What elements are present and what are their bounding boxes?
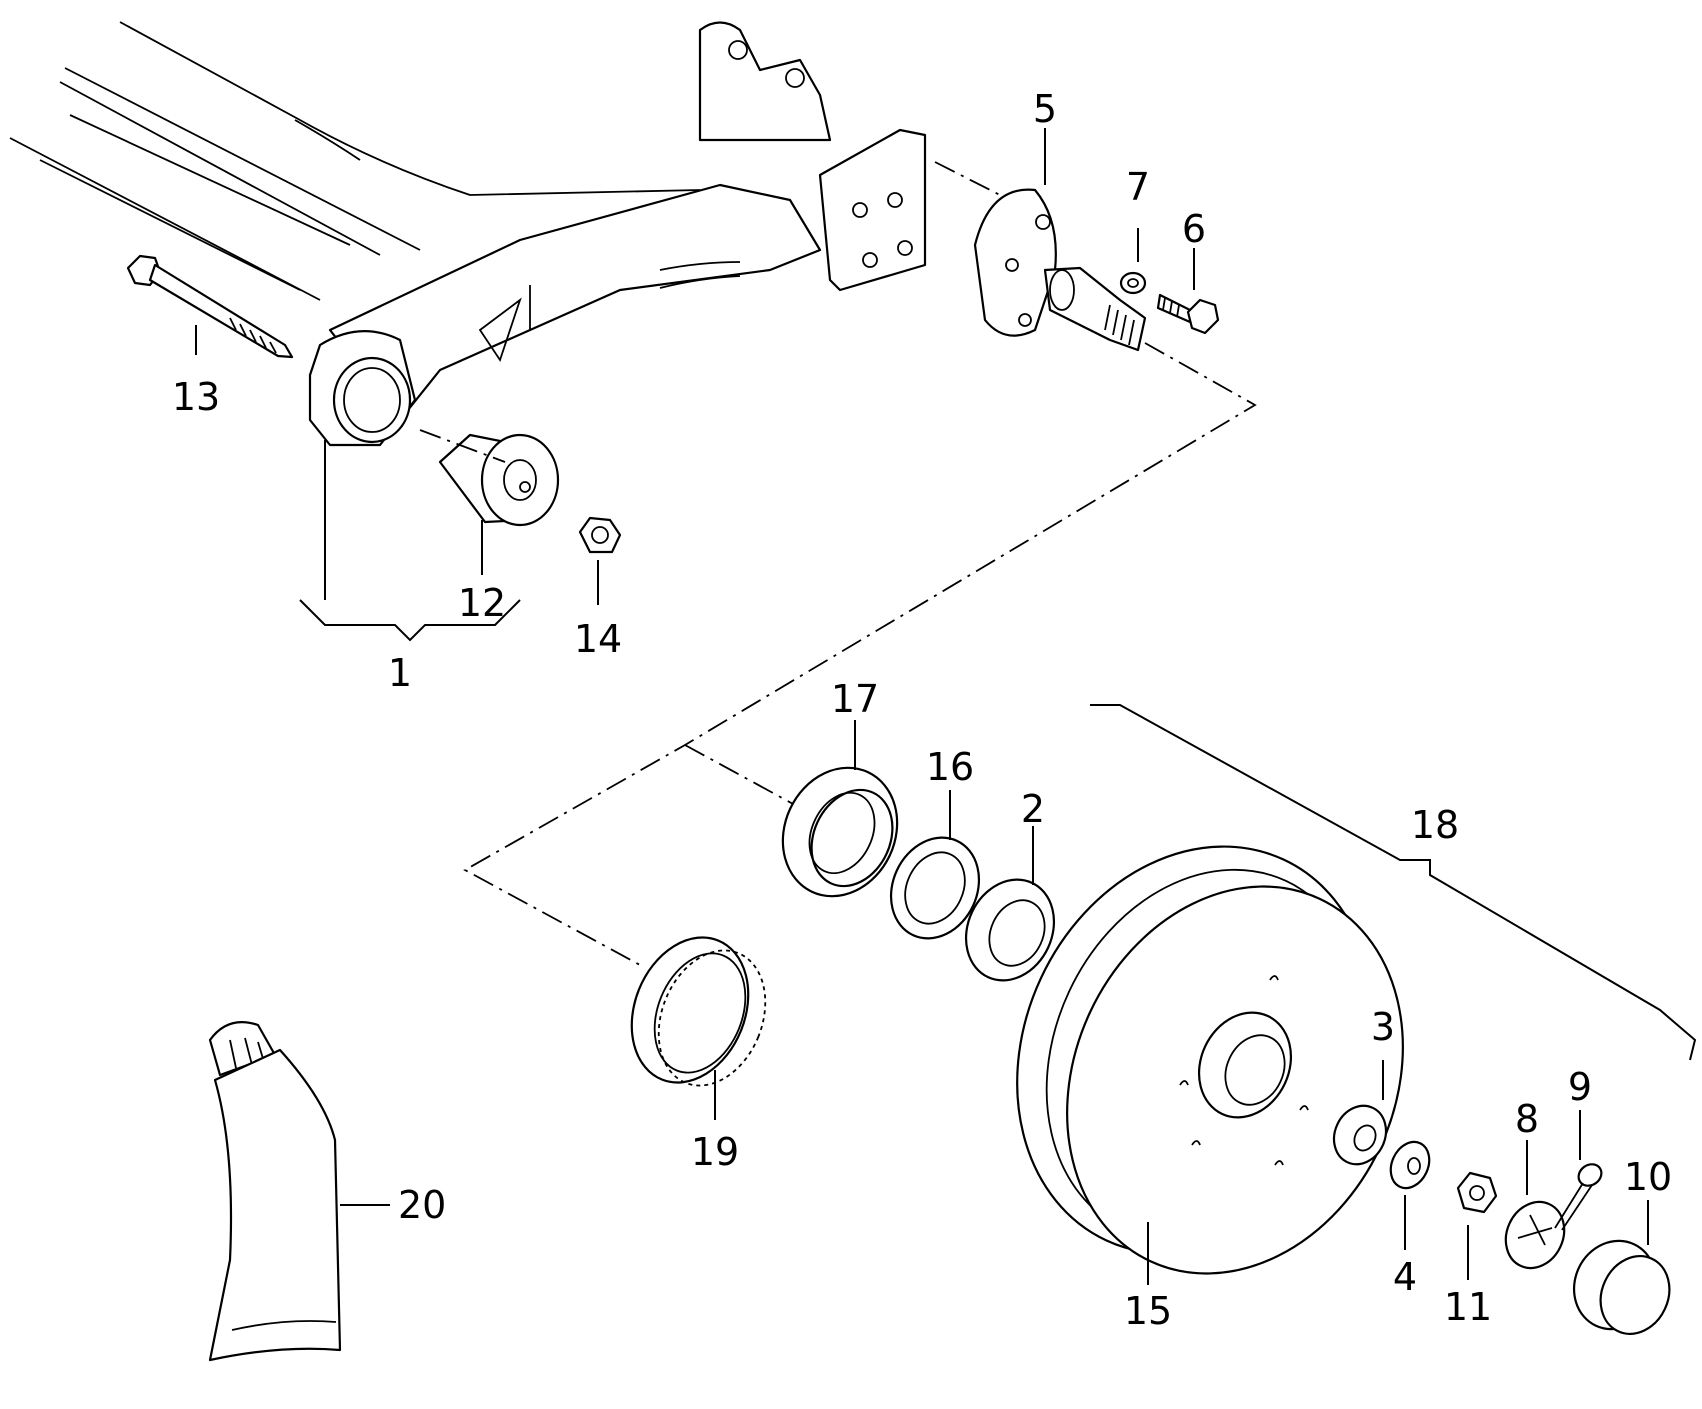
callout-8: 8 bbox=[1515, 1097, 1539, 1141]
pivot-bolt bbox=[126, 254, 294, 359]
callout-15: 15 bbox=[1124, 1289, 1172, 1333]
callout-10: 10 bbox=[1624, 1155, 1672, 1199]
callout-18: 18 bbox=[1411, 803, 1459, 847]
castle-lock-ring bbox=[1504, 1200, 1566, 1270]
callout-4: 4 bbox=[1393, 1255, 1417, 1299]
callout-19: 19 bbox=[691, 1130, 739, 1174]
abs-sensor-ring bbox=[630, 936, 767, 1087]
cotter-pin bbox=[1554, 1163, 1603, 1231]
callout-20: 20 bbox=[398, 1183, 446, 1227]
callout-5: 5 bbox=[1033, 87, 1057, 131]
callout-2: 2 bbox=[1021, 787, 1045, 831]
callout-11: 11 bbox=[1444, 1285, 1492, 1329]
callout-13: 13 bbox=[172, 375, 220, 419]
stub-axle bbox=[973, 188, 1147, 352]
callout-9: 9 bbox=[1568, 1065, 1592, 1109]
callout-leaders bbox=[195, 128, 1697, 1285]
rear-axle-beam bbox=[9, 21, 927, 447]
oil-seal bbox=[781, 766, 899, 898]
callout-12: 12 bbox=[458, 581, 506, 625]
outer-bearing bbox=[964, 878, 1056, 982]
thrust-washer bbox=[1332, 1104, 1388, 1166]
hex-bolt bbox=[1156, 293, 1220, 335]
washer bbox=[1119, 271, 1147, 295]
flange-nut bbox=[578, 516, 622, 554]
callout-6: 6 bbox=[1182, 207, 1206, 251]
brake-drum bbox=[1016, 845, 1404, 1275]
inner-bearing bbox=[889, 836, 981, 940]
callout-17: 17 bbox=[831, 677, 879, 721]
callout-labels: 1 2 3 4 5 6 7 8 9 10 11 12 13 14 15 16 1… bbox=[172, 87, 1672, 1333]
rubber-bushing bbox=[438, 433, 560, 527]
callout-3: 3 bbox=[1371, 1005, 1395, 1049]
grease-tube bbox=[208, 1021, 342, 1362]
lock-washer bbox=[1389, 1140, 1431, 1190]
hex-nut bbox=[1456, 1171, 1498, 1214]
callout-16: 16 bbox=[926, 745, 974, 789]
callout-7: 7 bbox=[1126, 165, 1150, 209]
callout-14: 14 bbox=[574, 617, 622, 661]
grease-cap bbox=[1572, 1239, 1671, 1335]
callout-1: 1 bbox=[388, 651, 412, 695]
